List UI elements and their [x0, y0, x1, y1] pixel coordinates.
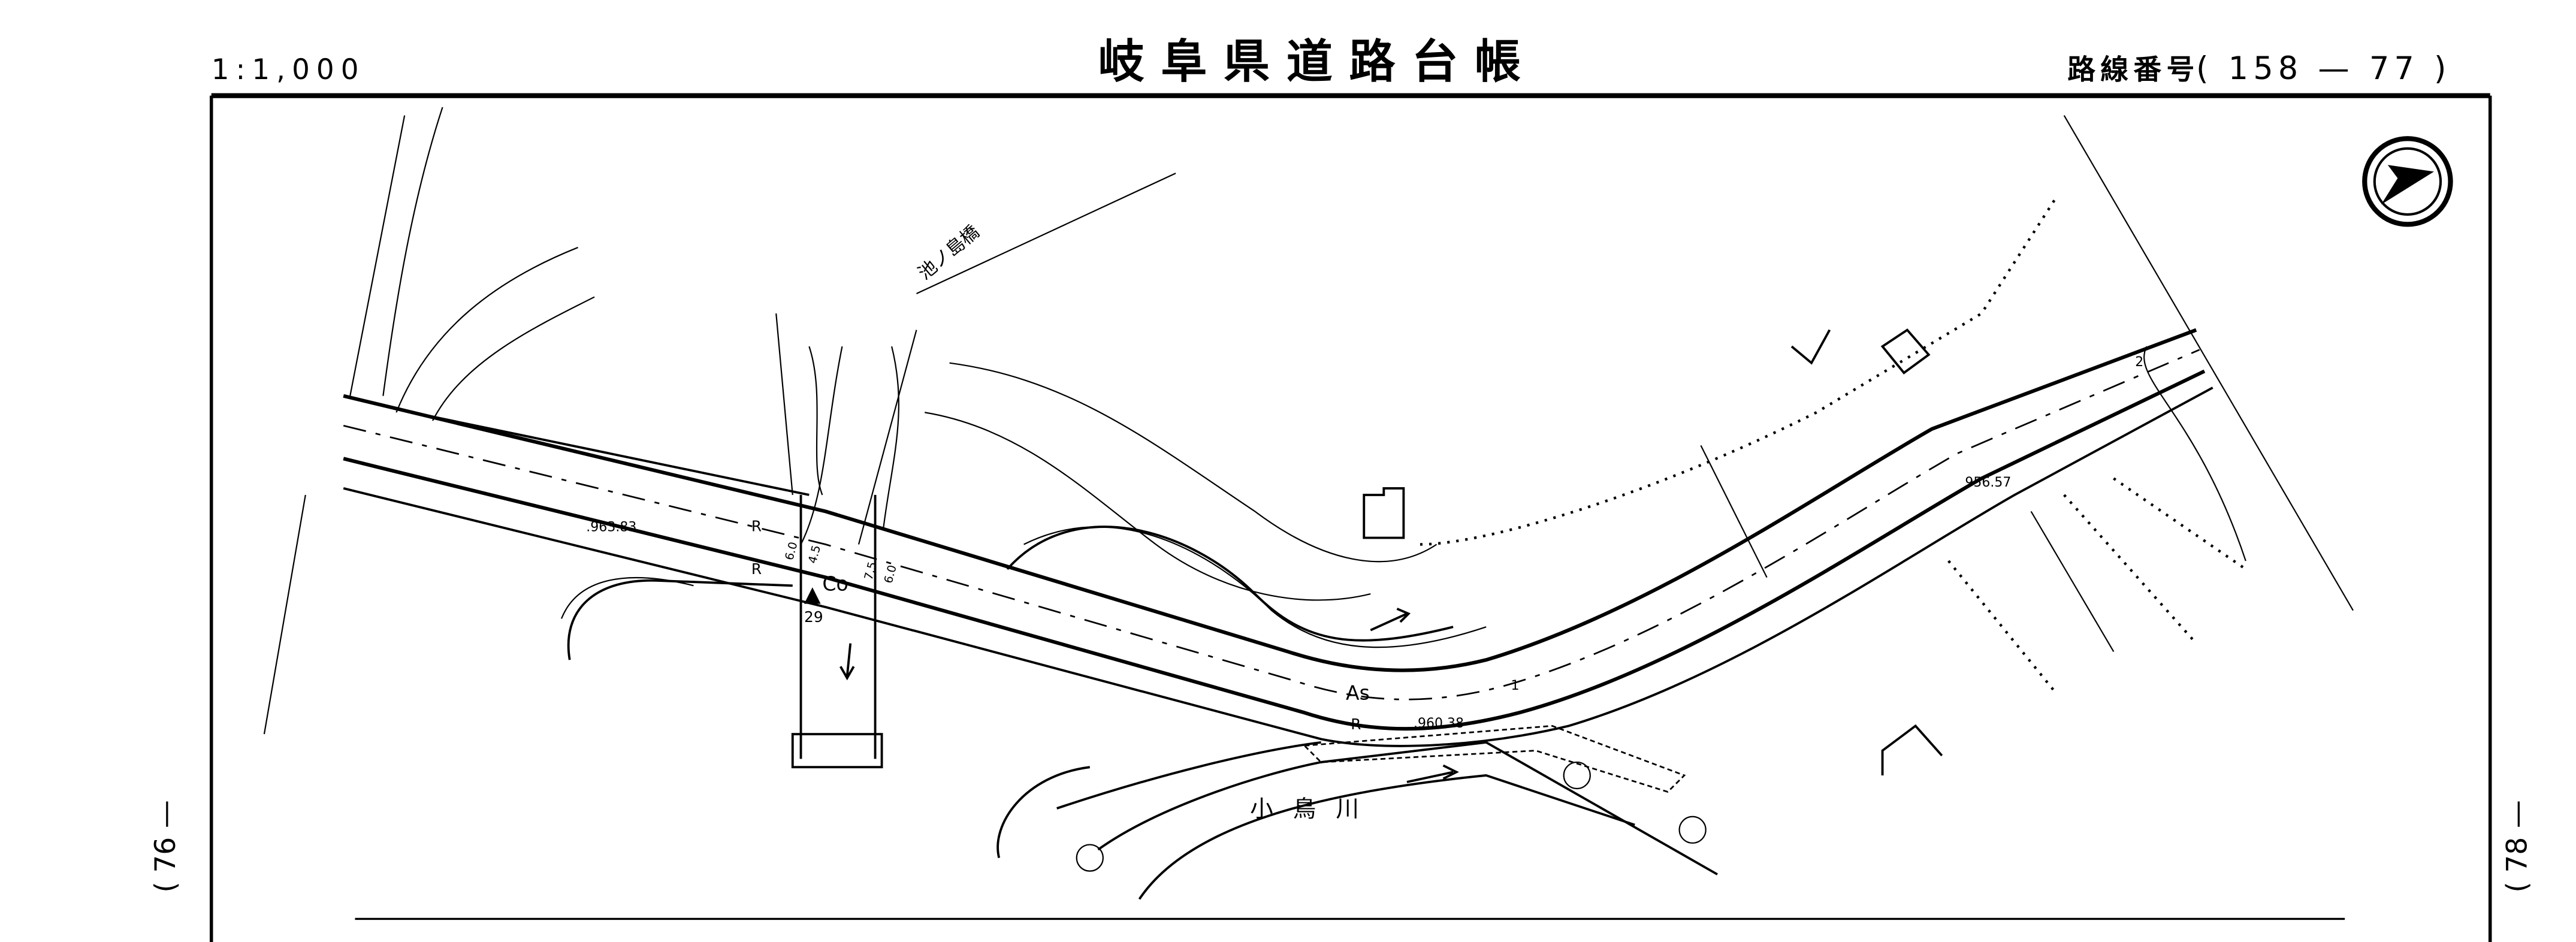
- route-number: ( 158 — 77 ): [2196, 50, 2451, 87]
- scale-label: 1:1,000: [212, 54, 366, 86]
- prefectural-road: [343, 328, 2213, 747]
- bridge: [791, 173, 1176, 769]
- benchmark-icon: [804, 587, 821, 604]
- station-mark: 1: [1511, 678, 1520, 693]
- buildings: [1363, 328, 1943, 775]
- station-mark: 2: [2135, 355, 2143, 370]
- river-name-label: 小鳥川: [1250, 796, 1379, 823]
- width-label: 6.0: [782, 541, 800, 562]
- width-label: 7.5: [862, 560, 880, 582]
- terrain-lines: [263, 107, 2354, 735]
- bridge-name-label: 池ノ島橋: [914, 222, 983, 285]
- width-label: 4.5: [805, 544, 823, 565]
- route-label: 路線番号: [2067, 54, 2199, 86]
- elevation-label: .963.83: [586, 520, 636, 535]
- right-sheet-ref: ( 78 —: [2501, 800, 2533, 892]
- width-label: 6.0: [881, 563, 899, 585]
- north-arrow-icon: [2362, 136, 2453, 227]
- curve-mark: R: [751, 517, 762, 535]
- page-title: 岐阜県道路台帳: [1098, 35, 1538, 89]
- left-sheet-ref: ( 76 —: [150, 800, 182, 892]
- surface-asphalt-label: As: [1346, 681, 1370, 704]
- map-frame: [209, 93, 2492, 942]
- curve-mark: R: [751, 560, 762, 578]
- surface-concrete-label: Co: [822, 572, 848, 596]
- river: [839, 608, 1718, 900]
- elevation-label: 956.57: [1965, 475, 2011, 490]
- benchmark-number: 29: [804, 608, 823, 626]
- elevation-label: .960.38: [1414, 716, 1464, 731]
- curve-mark: R: [1351, 715, 1361, 733]
